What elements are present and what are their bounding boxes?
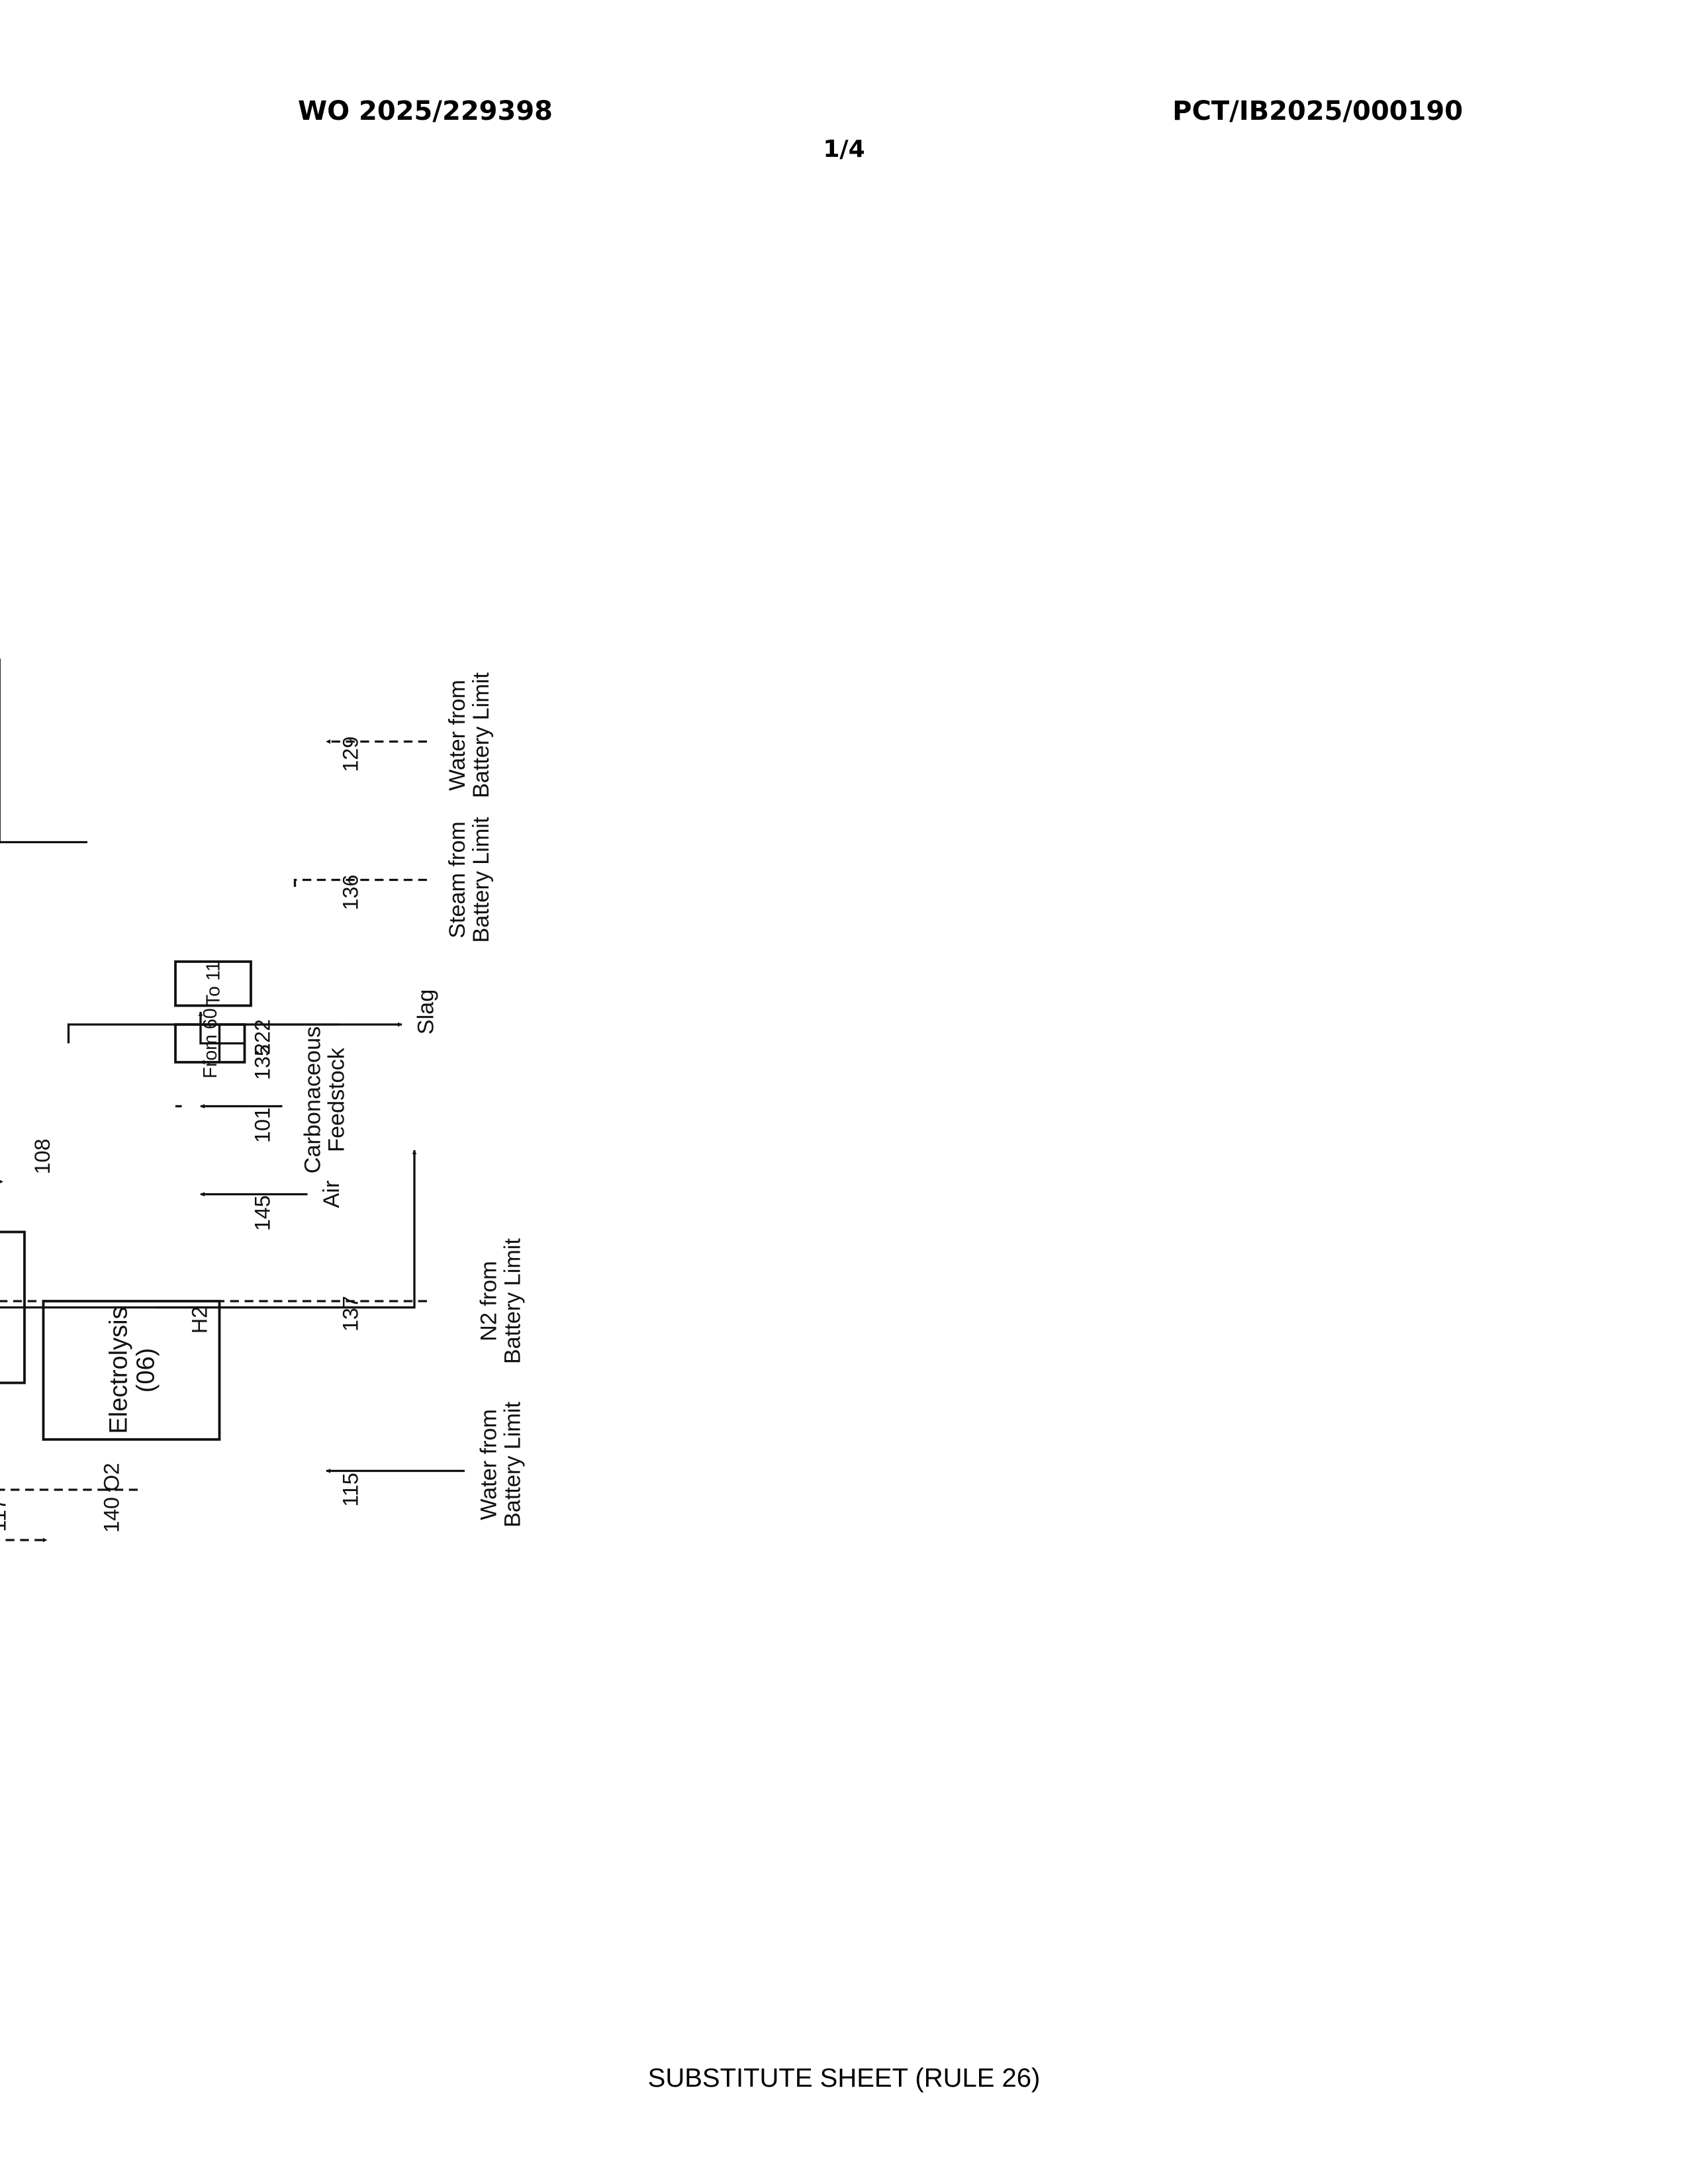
source-water-2: Battery Limit (469, 672, 494, 798)
process-units: Electrolysis(06)AirSeparationUnit(07)Sul… (0, 660, 251, 1597)
source-n2: N2 from (477, 1261, 502, 1342)
stream-label-s108: 108 (30, 1139, 54, 1175)
box-to-11: To 11 (175, 961, 251, 1006)
stream-label-s101: 101 (251, 1107, 275, 1143)
stream-label-s136: 136 (339, 875, 363, 911)
diagram-labels: Water fromBattery LimitN2 fromBattery Li… (0, 672, 525, 1719)
stream-label-s137: 137 (339, 1296, 363, 1332)
source-water-1: Battery Limit (500, 1402, 525, 1527)
stream-label-o2a: O2 (99, 1463, 123, 1491)
flow-lines (0, 710, 465, 1685)
unit-electrolysis-label: (06) (132, 1348, 160, 1393)
source-water-1: Water from (477, 1409, 502, 1520)
line-h2-out (157, 1150, 415, 1308)
source-steam: Battery Limit (469, 817, 494, 942)
line-108-slag (69, 1024, 402, 1044)
box-from-60-left-label: From 60 (200, 1008, 221, 1078)
source-feedstock: Feedstock (324, 1047, 349, 1152)
source-feedstock: Carbonaceous (301, 1026, 326, 1173)
stream-label-h2a: H2 (188, 1306, 212, 1334)
source-slag: Slag (414, 989, 439, 1034)
stream-label-s115: 115 (339, 1473, 363, 1506)
stream-label-s129: 129 (339, 737, 363, 772)
stream-label-s117: 117 (0, 1498, 10, 1531)
source-n2: Battery Limit (500, 1238, 525, 1364)
source-steam: Steam from (445, 821, 470, 938)
stream-label-s145: 145 (251, 1195, 275, 1231)
source-air: Air (319, 1181, 344, 1208)
unit-electrolysis-label: Electrolysis (105, 1306, 132, 1433)
stream-label-s222: 222 (251, 1019, 275, 1055)
line-140-top (0, 1414, 107, 1490)
source-water-2: Water from (445, 680, 470, 791)
stream-label-s140a: 140 (99, 1497, 123, 1533)
box-to-11-label: To 11 (203, 961, 224, 1006)
